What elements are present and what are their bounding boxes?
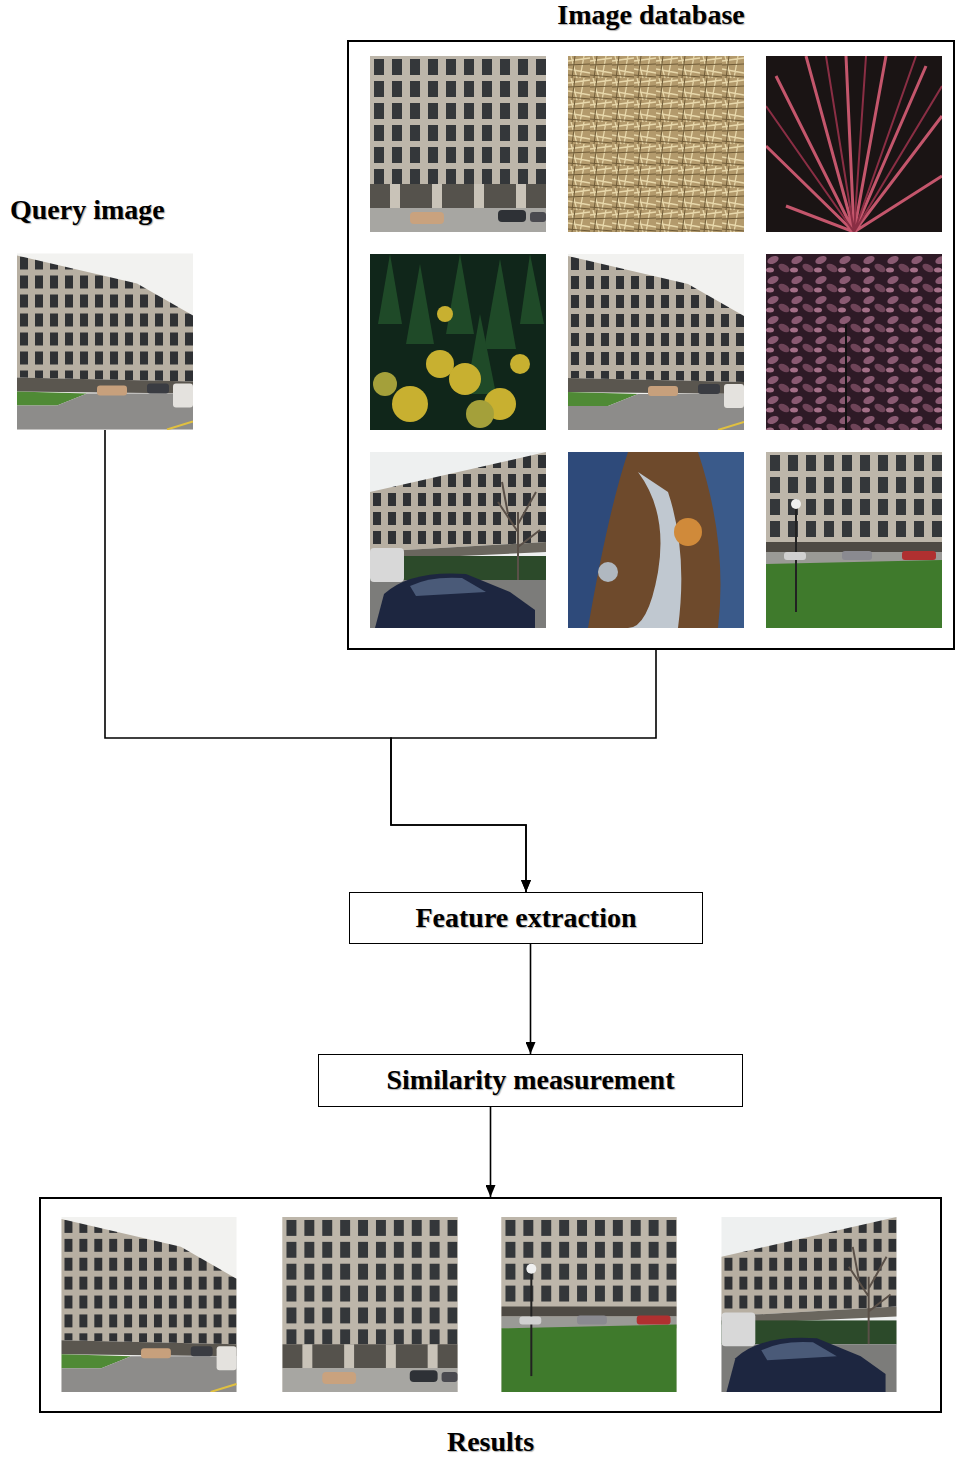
results-frame: Results — [39, 1197, 942, 1413]
box-label: Feature extraction — [415, 903, 636, 934]
database-photo — [568, 56, 744, 232]
result-photo — [502, 1217, 677, 1392]
result-photo — [283, 1217, 458, 1392]
box-label: Similarity measurement — [387, 1065, 675, 1096]
database-photo — [568, 254, 744, 430]
flow-arrow — [490, 1107, 492, 1197]
query-photo — [17, 254, 193, 430]
section-heading: Results — [41, 1427, 940, 1458]
database-photo — [766, 254, 942, 430]
query-image: Query image — [17, 253, 193, 430]
flow-arrow — [530, 944, 532, 1054]
process-box: Feature extraction — [349, 892, 703, 944]
database-photo — [370, 452, 546, 628]
database-photo — [766, 452, 942, 628]
database-photo — [766, 56, 942, 232]
result-photo — [722, 1217, 897, 1392]
database-frame: Image database — [347, 40, 955, 650]
database-photo — [370, 254, 546, 430]
flow-arrow — [105, 430, 526, 892]
section-heading: Query image — [10, 195, 165, 226]
database-photo — [568, 452, 744, 628]
process-box: Similarity measurement — [318, 1054, 743, 1107]
section-heading: Image database — [349, 0, 953, 31]
database-photo — [370, 56, 546, 232]
flow-arrow — [391, 650, 656, 892]
result-photo — [62, 1217, 237, 1392]
